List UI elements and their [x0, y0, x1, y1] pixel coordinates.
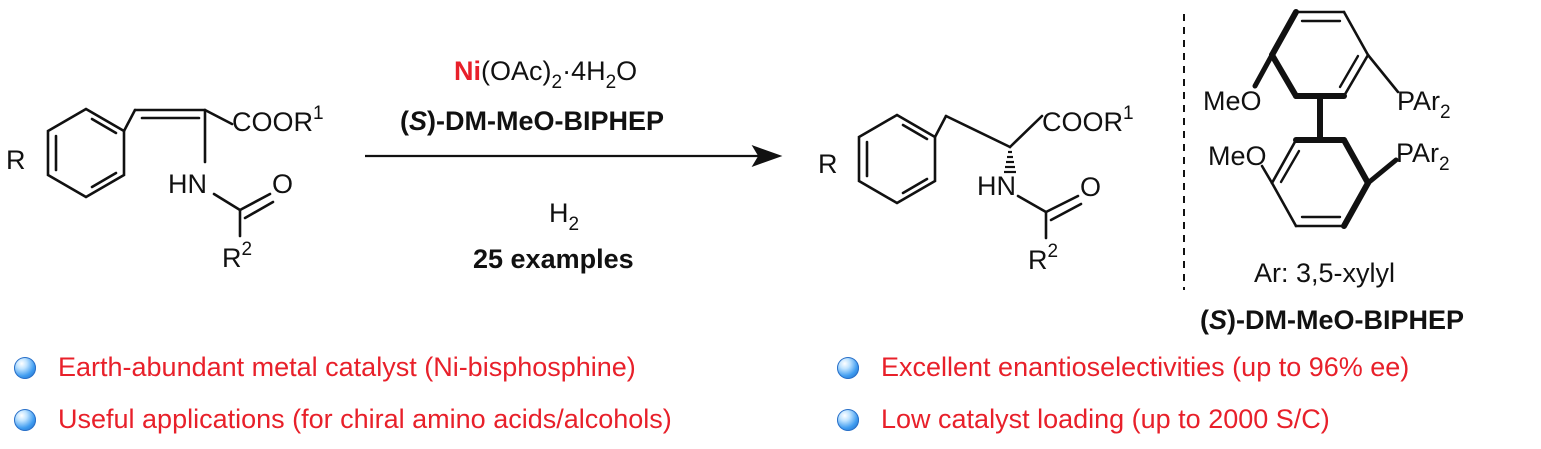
- product-structure: [857, 113, 1083, 240]
- substrate-ester-label: COOR1: [232, 103, 324, 137]
- substrate-o-label: O: [272, 169, 293, 199]
- ligand-structure: [1252, 9, 1400, 229]
- substrate-labels: R COOR1 HN O R2: [6, 103, 324, 273]
- substrate-r-label: R: [6, 145, 26, 175]
- ligand-par2-bottom: PAr2: [1396, 138, 1450, 175]
- product-labels: R COOR1 HN O R2: [818, 103, 1134, 275]
- substrate-nh-label: HN: [168, 169, 207, 199]
- feature-applications: Useful applications (for chiral amino ac…: [14, 404, 672, 435]
- product-nh-label: HN: [977, 171, 1016, 201]
- reaction-scheme: R COOR1 HN O R2 Ni(OAc)2·4H2O (S)-DM-MeO…: [6, 9, 1464, 335]
- examples-count: 25 examples: [473, 244, 634, 274]
- reaction-conditions: Ni(OAc)2·4H2O (S)-DM-MeO-BIPHEP H2 25 ex…: [400, 56, 664, 274]
- feature-earth-abundant: Earth-abundant metal catalyst (Ni-bispho…: [14, 352, 636, 383]
- ligand-meo-bottom: MeO: [1208, 141, 1267, 171]
- ligand-condition-label: (S)-DM-MeO-BIPHEP: [400, 106, 664, 136]
- blue-sphere-bullet-icon: [837, 356, 859, 379]
- catalyst-formula: Ni(OAc)2·4H2O: [454, 56, 637, 93]
- ligand-par2-top: PAr2: [1397, 86, 1451, 123]
- substrate-r2-label: R2: [222, 239, 252, 273]
- product-r-label: R: [818, 149, 838, 179]
- ligand-ar-note: Ar: 3,5-xylyl: [1254, 258, 1395, 288]
- stereo-hashed-wedge: [1004, 150, 1016, 174]
- feature-catalyst-loading: Low catalyst loading (up to 2000 S/C): [837, 404, 1330, 435]
- blue-sphere-bullet-icon: [837, 408, 859, 431]
- feature-text: Low catalyst loading (up to 2000 S/C): [881, 404, 1330, 434]
- ligand-meo-top: MeO: [1203, 86, 1262, 116]
- feature-text: Excellent enantioselectivities (up to 96…: [881, 352, 1410, 382]
- product-ester-label: COOR1: [1042, 103, 1134, 137]
- product-r2-label: R2: [1028, 241, 1058, 275]
- blue-sphere-bullet-icon: [14, 408, 36, 431]
- ligand-name: (S)-DM-MeO-BIPHEP: [1200, 305, 1464, 335]
- feature-text: Useful applications (for chiral amino ac…: [58, 404, 672, 434]
- substrate-structure: [46, 107, 275, 238]
- hydrogen-condition: H2: [549, 198, 579, 235]
- ligand-labels: MeO PAr2 MeO PAr2 Ar: 3,5-xylyl (S)-DM-M…: [1200, 86, 1464, 335]
- feature-enantioselectivity: Excellent enantioselectivities (up to 96…: [837, 352, 1409, 383]
- blue-sphere-bullet-icon: [14, 356, 36, 379]
- feature-text: Earth-abundant metal catalyst (Ni-bispho…: [58, 352, 636, 382]
- product-o-label: O: [1080, 172, 1101, 202]
